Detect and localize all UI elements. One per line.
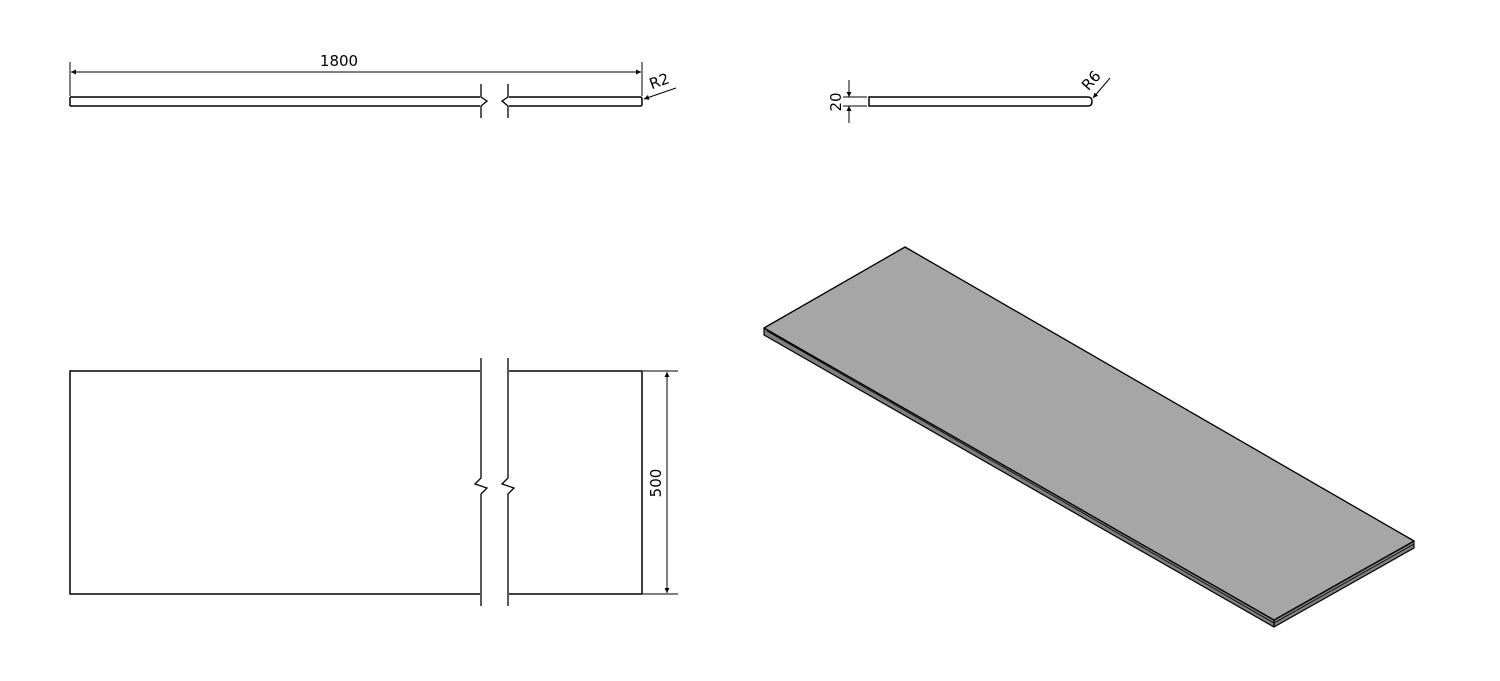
board-outline-left — [69, 370, 480, 595]
break-symbol-left — [480, 84, 489, 118]
radius-leader-r6 — [1092, 77, 1111, 99]
board-profile-right — [509, 96, 643, 107]
board-section — [868, 96, 1093, 107]
board-top-face — [763, 246, 1415, 621]
break-symbol-left — [473, 358, 489, 606]
board-profile-left — [69, 96, 480, 107]
isometric-view — [763, 246, 1415, 628]
edge-fillet-line-right — [1273, 543, 1415, 624]
width-dimension-label: 500 — [647, 469, 665, 498]
board-outline-right — [509, 370, 643, 595]
thickness-dimension-label: 20 — [827, 92, 845, 111]
break-symbol-right — [500, 84, 509, 118]
radius-leader-r2 — [643, 87, 677, 100]
front-view: 1800 R2 — [69, 52, 677, 118]
break-symbol-right — [500, 358, 516, 606]
top-view: 500 — [69, 358, 678, 606]
radius-label-r6: R6 — [1078, 67, 1105, 94]
length-dimension-label: 1800 — [320, 52, 358, 70]
side-view: 20 R6 — [827, 67, 1111, 123]
radius-label-r2: R2 — [647, 69, 672, 93]
edge-fillet-line — [766, 330, 1275, 624]
